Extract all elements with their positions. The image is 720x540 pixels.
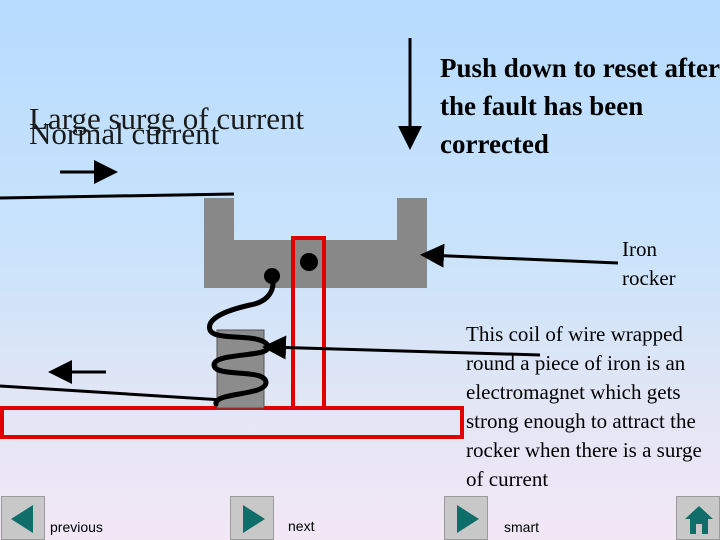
home-icon — [685, 506, 713, 534]
next-label[interactable]: next — [288, 518, 315, 534]
next-button[interactable] — [230, 496, 274, 540]
coil-description: This coil of wire wrapped round a piece … — [466, 322, 702, 491]
rocker-pointer — [420, 243, 619, 268]
previous-label[interactable]: previous — [50, 519, 103, 535]
bottom-wire — [0, 384, 224, 402]
reset-instruction: Push down to reset after the fault has b… — [440, 53, 720, 159]
smart-label[interactable]: smart — [504, 519, 539, 535]
iron-rocker — [204, 198, 427, 288]
title-large-surge: Large surge of current — [29, 101, 305, 136]
rocker-pivot — [300, 253, 318, 271]
previous-button[interactable] — [1, 496, 45, 540]
home-button[interactable] — [676, 496, 720, 540]
coil-pointer — [262, 335, 541, 360]
iron-rocker-label: Iron rocker — [622, 237, 676, 290]
right-triangle-icon — [457, 505, 479, 533]
top-wire — [0, 192, 235, 200]
red-highlight-contact — [0, 406, 464, 439]
title-normal-current: Normal current — [29, 116, 220, 151]
left-triangle-icon — [11, 505, 33, 533]
right-triangle-icon — [243, 505, 265, 533]
smart-button[interactable] — [444, 496, 488, 540]
